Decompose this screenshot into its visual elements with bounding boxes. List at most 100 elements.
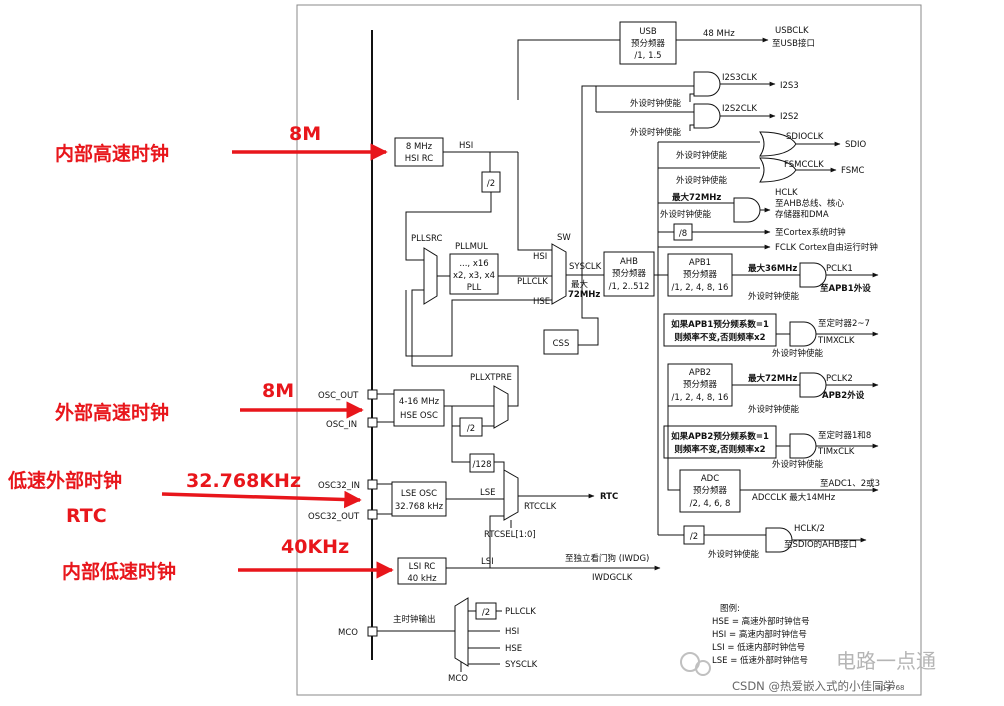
legend-title: 图例: (720, 603, 740, 614)
ahb-line2: 预分频器 (612, 268, 647, 279)
wechat-icon-small (695, 660, 711, 676)
annotation-external-high-speed-freq: 8M (262, 380, 294, 402)
osc32-in-label: OSC32_IN (318, 481, 360, 491)
apb2-max72: 最大72MHz (748, 373, 797, 384)
tim18-gate (789, 433, 817, 459)
apb1-line1: APB1 (689, 258, 711, 268)
fclk-label: FCLK Cortex自由运行时钟 (775, 242, 878, 253)
lsi-line2: 40 kHz (407, 574, 437, 584)
fsmc-label: FSMC (841, 166, 864, 176)
pllsrc-mux (423, 247, 438, 305)
figure-frame (296, 4, 922, 696)
sw-label: SW (557, 233, 571, 243)
lsi-line1: LSI RC (409, 562, 436, 572)
usbclk-label: USBCLK (775, 26, 809, 36)
i2s2-label: I2S2 (780, 112, 799, 122)
ahb-max72: 最大72MHz (672, 192, 721, 203)
css-label: CSS (553, 339, 570, 349)
i2s2-enable-wire (689, 124, 694, 131)
lse-osc-block: LSE OSC 32.768 kHz (391, 481, 447, 517)
tim27-gate (789, 321, 817, 347)
timer27-label: 至定时器2~7 (818, 318, 870, 329)
i2s2-enable: 外设时钟使能 (630, 127, 682, 138)
pll-line2: x2, x3, x4 (453, 271, 495, 281)
sysclk-label: SYSCLK (569, 262, 602, 272)
hse-to-div128 (451, 406, 470, 463)
hclk-enable: 外设时钟使能 (660, 209, 712, 220)
pll-to-usb (517, 39, 620, 100)
sysclk-max2: 72MHz (568, 290, 600, 300)
rtc-out-label: RTC (600, 492, 618, 502)
usb-freq: 48 MHz (703, 29, 735, 39)
apb2-tim-line2: 则频率不变,否则频率x2 (674, 444, 765, 455)
i2s3-label: I2S3 (780, 81, 799, 91)
sdio-ahb-dest: 至SDIO的AHB接口 (784, 539, 857, 550)
ahb-line3: /1, 2..512 (609, 282, 650, 292)
sw-hsi-label: HSI (533, 252, 547, 262)
iwdgclk-label: IWDGCLK (592, 573, 633, 583)
apb2-line2: 预分频器 (683, 379, 718, 390)
sdio-div2-label: /2 (690, 532, 698, 542)
apb2-timer-multiplier: 如果APB2预分频系数=1 则频率不变,否则频率x2 (663, 425, 777, 459)
sysclk-to-i2s3 (581, 85, 694, 275)
i2s2-gate (693, 103, 721, 129)
i2s3clk-label: I2S3CLK (722, 73, 757, 83)
apb1-prescaler-block: APB1 预分频器 /1, 2, 4, 8, 16 (667, 253, 733, 297)
hse-line1: 4-16 MHz (399, 397, 440, 407)
usb-prescaler-block: USB 预分频器 /1, 1.5 (619, 21, 677, 65)
adc-line3: /2, 4, 6, 8 (690, 499, 731, 509)
timxclk-label: TIMXCLK (817, 336, 855, 346)
fsmcclk-label: FSMCCLK (784, 160, 824, 170)
legend-item-lsi: LSI = 低速内部时钟信号 (712, 642, 805, 653)
hclk-dest1: 至AHB总线、核心 (775, 198, 845, 209)
ahb-prescaler-block: AHB 预分频器 /1, 2..512 (603, 251, 655, 297)
sdio-enable: 外设时钟使能 (676, 150, 728, 161)
fsmc-enable: 外设时钟使能 (676, 175, 728, 186)
lsi-wire-label: LSI (481, 557, 494, 567)
i2s3-enable: 外设时钟使能 (630, 98, 682, 109)
pllxtpre-mux (493, 385, 509, 429)
i2s3-gate (693, 71, 721, 97)
annotation-low-speed-external-freq: 32.768KHz (186, 470, 301, 492)
hclk-dest2: 存储器和DMA (775, 209, 829, 220)
pclk2-dest: APB2外设 (822, 390, 865, 401)
rtcclk-label: RTCCLK (524, 502, 557, 512)
osc-in-label: OSC_IN (326, 420, 357, 430)
adc-prescaler-block: ADC 预分频器 /2, 4, 6, 8 (679, 469, 741, 513)
watermark: 电路一点通 CSDN @热爱嵌入式的小佳同学 (680, 649, 936, 693)
apb1-enable: 外设时钟使能 (748, 291, 800, 302)
hsi-div2-label: /2 (487, 179, 495, 189)
annotation-internal-high-speed-freq: 8M (289, 123, 321, 145)
sw-mux (551, 243, 567, 305)
hclk2-label: HCLK/2 (794, 524, 825, 534)
mco-div2-label: /2 (482, 608, 490, 618)
tim18-enable: 外设时钟使能 (772, 459, 824, 470)
figure-code: ai14768 (876, 684, 905, 692)
sysclk-max1: 最大 (571, 279, 589, 290)
osc-out-pin (367, 389, 378, 400)
rtcsel-label: RTCSEL[1:0] (484, 530, 536, 540)
osc32-out-label: OSC32_OUT (308, 512, 360, 522)
annotation-internal-low-speed: 内部低速时钟 40KHz (62, 536, 394, 583)
legend-item-hse: HSE = 高速外部时钟信号 (712, 616, 810, 627)
osc32-in-pin (367, 479, 378, 490)
watermark-credit: CSDN @热爱嵌入式的小佳同学 (732, 679, 895, 693)
legend: 图例: HSE = 高速外部时钟信号 HSI = 高速内部时钟信号 LSI = … (712, 603, 810, 666)
adc-line2: 预分频器 (693, 485, 728, 496)
lse-line2: 32.768 kHz (395, 502, 444, 512)
apb2-to-adc (667, 406, 680, 491)
apb2-line3: /1, 2, 4, 8, 16 (672, 393, 729, 403)
cortex-timer: 至Cortex系统时钟 (775, 227, 846, 238)
annotation-rtc-label: RTC (66, 505, 107, 527)
mco-mux-label: MCO (448, 674, 468, 684)
tim27-enable: 外设时钟使能 (772, 348, 824, 359)
div8-label: /8 (679, 229, 687, 239)
i2s3-enable-wire (689, 93, 694, 102)
hclk-label: HCLK (775, 188, 798, 198)
hsi-to-pllsrc (405, 192, 492, 261)
osc-out-label: OSC_OUT (318, 391, 359, 401)
lse-line1: LSE OSC (401, 489, 437, 499)
mco-pin-label: MCO (338, 628, 358, 638)
apb1-timer-multiplier: 如果APB1预分频系数=1 则频率不变,否则频率x2 (663, 313, 777, 347)
hse-to-sw (405, 290, 552, 357)
